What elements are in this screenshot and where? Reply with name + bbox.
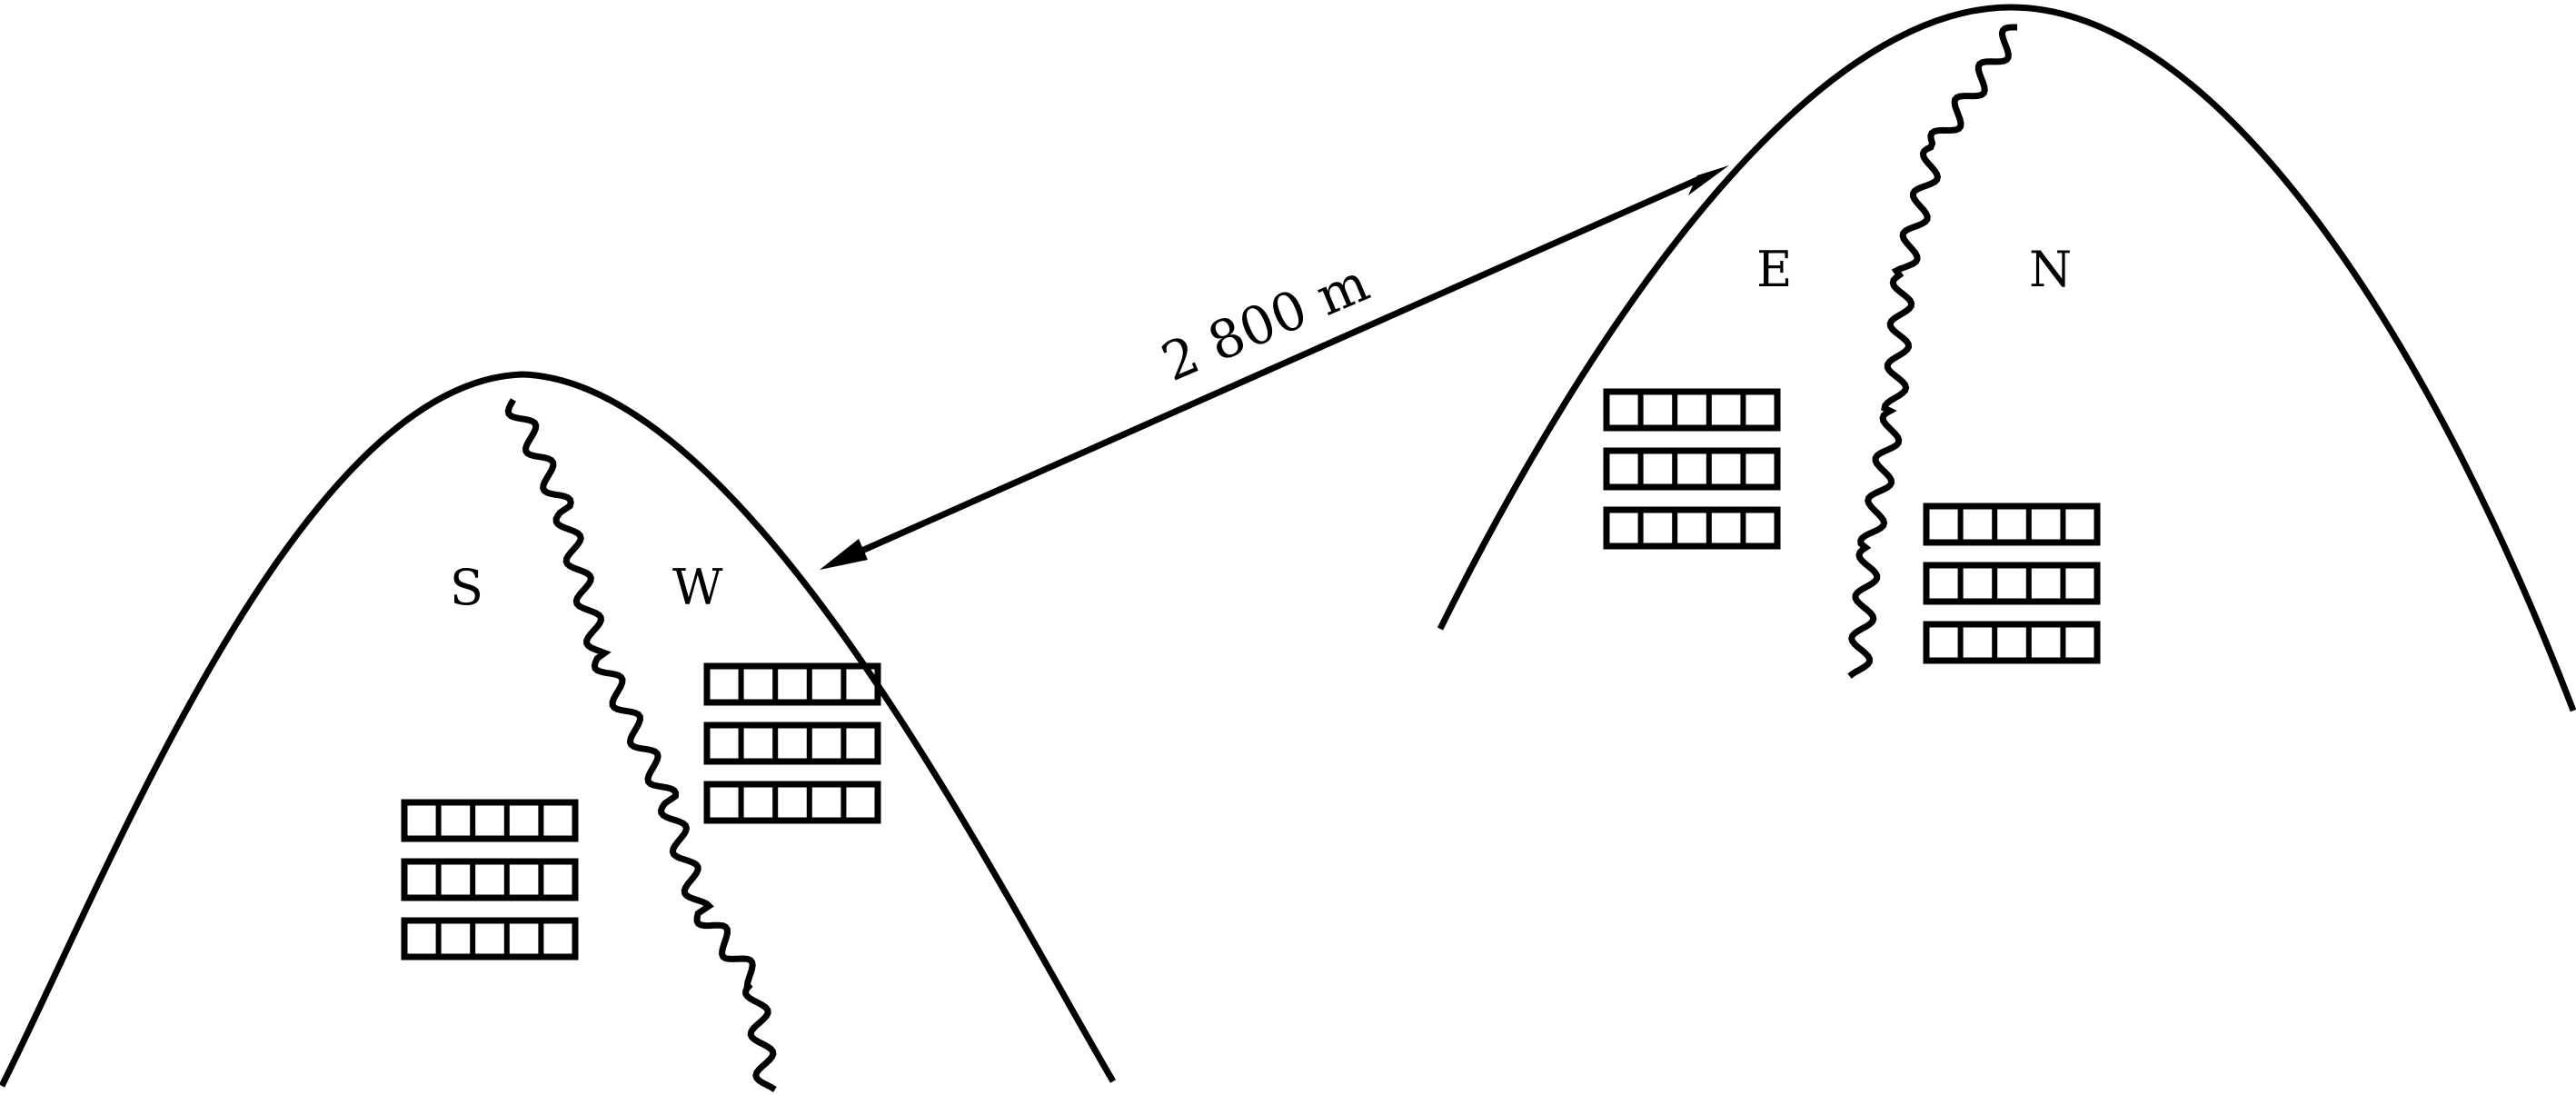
slope-label-s: S [450,559,483,616]
building-row [401,858,579,901]
building-row [1923,503,2101,546]
building-row [703,662,881,706]
building-row [1603,447,1781,491]
west-hill-ridge-line [504,398,777,1092]
building-row [1923,621,2101,664]
east-hill-building-n [1923,503,2101,664]
distance-arrow-head-west [820,539,868,570]
slope-label-n: N [2029,241,2072,298]
building-row [1923,562,2101,605]
building-row [703,781,881,824]
slope-label-e: E [1756,241,1792,298]
slope-label-w: W [672,559,723,616]
building-row [1603,506,1781,550]
east-hill-building-e [1603,388,1781,550]
west-hill-building-w [703,662,881,824]
distance-arrow-line [831,175,1701,567]
east-hill-outline [1437,4,2576,712]
building-row [401,799,579,842]
building-row [703,722,881,765]
west-hill-building-s [401,799,579,961]
east-hill-ridge-line [1847,24,2017,679]
building-row [401,917,579,961]
west-hill-outline [0,371,1117,1088]
building-row [1603,388,1781,432]
buildings-layer [401,388,2101,961]
distance-arrow-head-east [1688,165,1729,195]
